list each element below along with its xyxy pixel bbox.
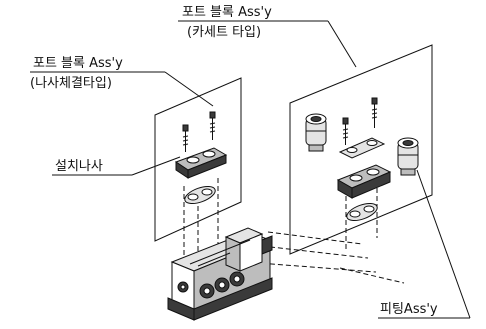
cassette-type-subtitle: (카세트 타입): [187, 25, 262, 40]
screw-gasket: [184, 185, 216, 205]
fitting-right: [397, 137, 419, 176]
left-screw-2: [209, 111, 216, 140]
cassette-type-parts: [305, 97, 419, 222]
cassette-screw-1: [342, 117, 349, 145]
cassette-type-title: 포트 블록 Ass'y: [182, 5, 272, 20]
mounting-screw-label: 설치나사: [55, 159, 103, 174]
fitting-assy-label: 피팅Ass'y: [380, 302, 438, 317]
screw-port-block: [174, 147, 228, 179]
projection-lines: [183, 178, 405, 284]
screw-type-title: 포트 블록 Ass'y: [33, 56, 123, 71]
cassette-clip-plate: [338, 137, 386, 159]
screw-type-subtitle: (나사체결타입): [30, 76, 112, 91]
fitting-left: [305, 113, 327, 152]
valve-body: [167, 227, 273, 321]
cassette-block: [336, 164, 392, 199]
cassette-screw-2: [371, 97, 378, 128]
cassette-type-panel: [289, 44, 433, 255]
screw-type-panel: [154, 77, 242, 242]
screw-type-parts: [174, 111, 228, 205]
left-screw-1: [182, 124, 189, 152]
cassette-gasket: [346, 202, 378, 222]
leader-lines: [30, 20, 471, 319]
